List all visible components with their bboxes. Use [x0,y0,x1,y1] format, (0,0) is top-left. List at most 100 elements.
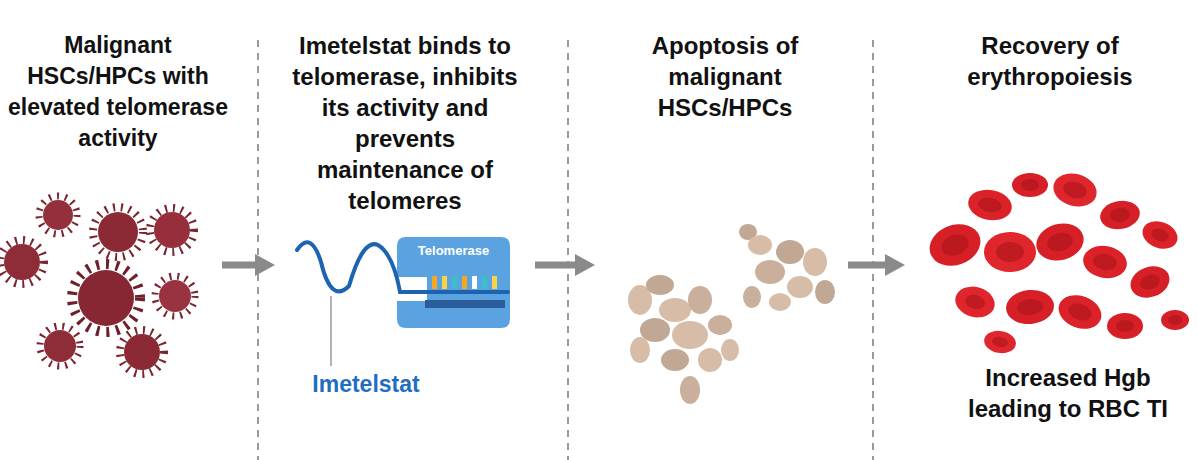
malignant-cell [120,330,164,374]
malignant-cell [40,326,80,366]
cell-spikes [39,196,77,234]
red-blood-cell [1005,288,1056,326]
apoptotic-fragment [776,240,804,264]
red-blood-cell [984,232,1036,272]
cell-spikes [72,264,140,332]
red-blood-cell [1161,310,1189,330]
stage-panel: Imetelstat binds to telomerase, inhibits… [275,25,535,425]
cell-spikes [93,207,143,257]
cell-spikes [155,276,195,316]
apoptotic-fragment [661,349,689,371]
stage-panel: Malignant HSCs/HPCs with elevated telome… [0,25,222,425]
rbc-center [1116,320,1134,332]
apoptotic-fragment [680,376,700,404]
process-arrow [535,254,595,276]
template-bar [425,300,505,308]
telomerase-body [397,237,510,328]
apoptotic-fragment [721,339,739,361]
arrow-shaft [222,262,255,269]
apoptotic-fragment [688,286,712,314]
rbc-center [1016,298,1043,316]
cell-body [78,270,134,326]
apoptotic-fragment [659,298,691,322]
apoptotic-fragment [769,293,791,311]
apoptotic-fragment [815,280,835,304]
red-blood-cell [1012,173,1048,197]
malignant-cell [72,264,140,332]
rbc-disc [1050,169,1101,211]
rbc-center [1061,179,1088,201]
cell-spikes [0,240,44,284]
red-blood-cell [1081,242,1130,281]
cell-body [159,280,191,312]
dashed-divider [872,40,874,460]
malignant-cell [39,196,77,234]
apoptotic-fragment [672,321,708,349]
red-blood-cell [952,282,998,321]
rbc-disc [1098,198,1142,233]
apoptotic-fragment [630,337,650,363]
rbc-disc [1126,261,1174,303]
process-arrow [848,254,905,276]
rbc-disc [924,217,987,272]
rbc-disc [1005,288,1056,326]
arrow-head [255,254,275,276]
base-tick [492,276,497,289]
cell-body [154,212,190,248]
cell-spikes [150,208,194,252]
rbc-disc [1107,313,1143,339]
rbc-disc [966,186,1015,223]
rbc-center [1149,226,1170,243]
apoptotic-fragment [708,315,732,335]
dashed-divider [567,40,569,460]
arrow-head [885,254,905,276]
apoptotic-fragment [646,275,674,295]
cell-body [98,212,138,252]
leader-line [330,296,332,366]
rbc-disc [982,328,1017,355]
outcome-text: Increased Hgb leading to RBC TI [953,362,1183,424]
apoptotic-fragment [755,260,785,284]
dashed-divider [257,40,259,460]
stage-panel: Apoptosis of malignant HSCs/HPCs [595,25,848,425]
red-blood-cell [982,328,1017,355]
red-blood-cell [1054,289,1106,334]
red-blood-cell [1107,313,1143,339]
rbc-center [1066,300,1094,323]
apoptotic-fragment [803,248,827,276]
cell-spikes [40,326,80,366]
malignant-cell [0,240,44,284]
cell-body [44,330,76,362]
rbc-center [1021,179,1039,191]
enzyme-shape: Telomerase [397,237,510,328]
oligonucleotide-strand [297,242,508,292]
rbc-center [1109,206,1131,223]
rbc-disc [1012,173,1048,197]
cell-spikes [120,330,164,374]
stage-heading: Telomerase [405,243,502,259]
rbc-disc [952,282,998,321]
apoptotic-fragment [787,276,813,298]
rbc-center [1168,315,1182,325]
rbc-disc [1032,218,1088,265]
rbc-disc [1139,217,1182,254]
cell-body [4,244,40,280]
malignant-cell [93,207,143,257]
base-tick [472,276,477,289]
apoptotic-fragment [743,286,761,308]
base-tick [482,276,487,289]
stage-panel: Recovery of erythropoiesisIncreased Hgb … [905,25,1198,425]
rbc-disc [1081,242,1130,281]
red-blood-cell [1032,218,1088,265]
red-blood-cell [1139,217,1182,254]
rbc-disc [1161,310,1189,330]
malignant-cell [155,276,195,316]
cell-body [43,200,73,230]
process-arrow [222,254,275,276]
red-blood-cell [1098,198,1142,233]
rbc-center [1138,272,1162,292]
cell-body [124,334,160,370]
arrow-shaft [848,262,885,269]
